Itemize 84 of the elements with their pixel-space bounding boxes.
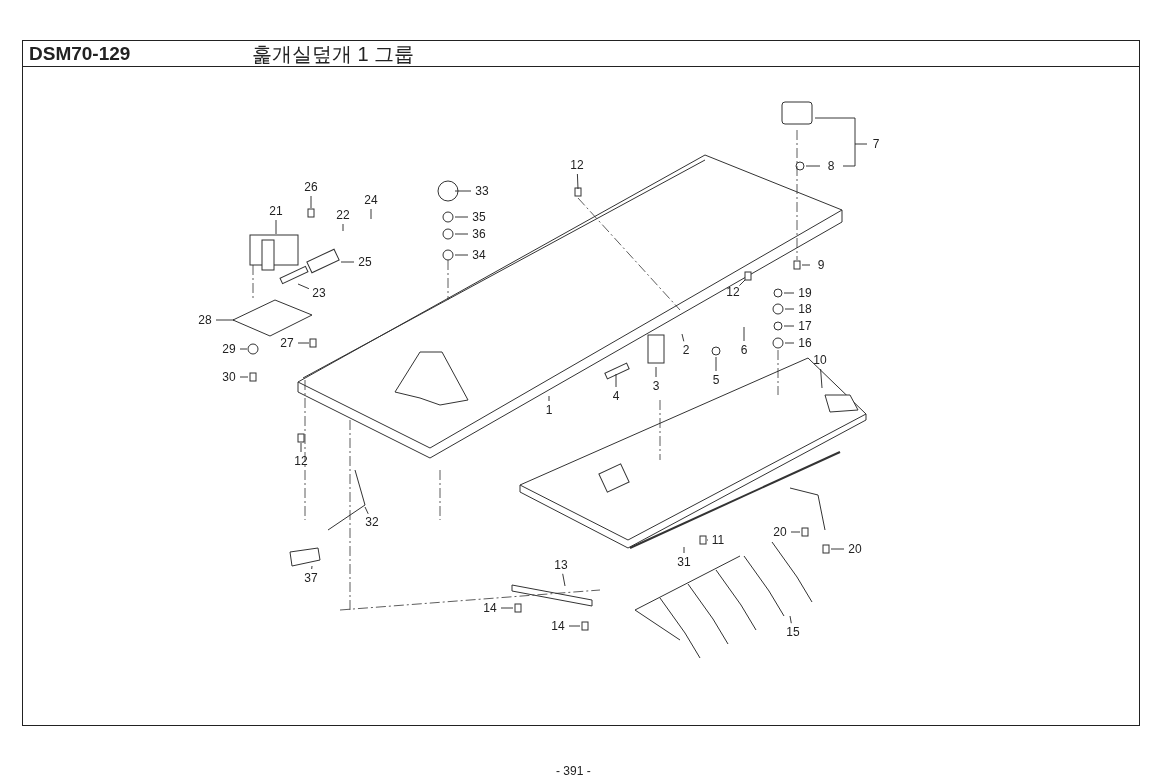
leader-line — [683, 546, 685, 554]
callout-number: 11 — [711, 533, 725, 547]
callout-number: 4 — [612, 389, 620, 403]
callout-number: 5 — [712, 373, 720, 387]
callout-number: 24 — [364, 193, 378, 207]
leader-line — [783, 325, 795, 327]
leader-line — [275, 219, 277, 235]
callout-number: 32 — [365, 515, 379, 529]
leader-line — [215, 319, 235, 321]
callout-number: 9 — [817, 258, 825, 272]
callout-number: 13 — [554, 558, 568, 572]
leader-line — [681, 333, 685, 342]
callout-number: 26 — [304, 180, 318, 194]
callout-number: 12 — [726, 285, 740, 299]
callout-number: 37 — [304, 571, 318, 585]
leader-line — [790, 531, 801, 533]
callout-number: 20 — [848, 542, 862, 556]
leader-line — [454, 190, 472, 192]
leader-line — [783, 292, 795, 294]
leader-line — [239, 348, 248, 350]
leader-line — [562, 573, 566, 587]
leader-line — [454, 216, 469, 218]
leader-line — [784, 308, 795, 310]
leader-line — [311, 565, 313, 570]
callout-number: 6 — [740, 343, 748, 357]
callout-number: 21 — [269, 204, 283, 218]
callout-number: 20 — [773, 525, 787, 539]
callout-number: 31 — [677, 555, 691, 569]
leader-line — [814, 117, 868, 167]
callout-number: 17 — [798, 319, 812, 333]
leader-line — [300, 442, 302, 453]
callout-number: 3 — [652, 379, 660, 393]
callout-number: 14 — [483, 601, 497, 615]
callout-number: 14 — [551, 619, 565, 633]
leader-line — [310, 195, 312, 209]
leader-line — [801, 264, 811, 266]
leader-line — [789, 615, 792, 624]
part-group-code: DSM70-129 — [29, 43, 131, 65]
leader-line — [297, 342, 310, 344]
leader-line — [342, 223, 344, 232]
leader-line — [738, 279, 746, 287]
callout-number: 33 — [475, 184, 489, 198]
callout-number: 35 — [472, 210, 486, 224]
leader-line — [805, 165, 821, 167]
leader-line — [615, 373, 617, 388]
leader-line — [576, 173, 579, 190]
leader-line — [715, 356, 717, 372]
callout-number: 8 — [827, 159, 835, 173]
leader-line — [655, 366, 657, 378]
leader-line — [500, 607, 514, 609]
callout-number: 29 — [222, 342, 236, 356]
leader-line — [820, 368, 823, 389]
callout-number: 27 — [280, 336, 294, 350]
callout-number: 30 — [222, 370, 236, 384]
leader-line — [568, 625, 581, 627]
callout-number: 12 — [294, 454, 308, 468]
leader-line — [830, 548, 845, 550]
leader-line — [784, 342, 795, 344]
callout-number: 10 — [813, 353, 827, 367]
callout-number: 1 — [545, 403, 553, 417]
leader-line — [340, 261, 355, 263]
callout-number: 34 — [472, 248, 486, 262]
callout-number: 25 — [358, 255, 372, 269]
leader-line — [297, 283, 310, 290]
callout-number: 18 — [798, 302, 812, 316]
callout-number: 7 — [872, 137, 880, 151]
callout-number: 23 — [312, 286, 326, 300]
callout-number: 12 — [570, 158, 584, 172]
callout-number: 36 — [472, 227, 486, 241]
leader-line — [239, 376, 249, 378]
leader-line — [548, 395, 550, 402]
leader-line — [454, 233, 469, 235]
callout-number: 2 — [682, 343, 690, 357]
page-number: - 391 - — [556, 764, 591, 778]
callout-number: 19 — [798, 286, 812, 300]
leader-line — [743, 326, 745, 342]
group-title: 훑개실덮개 1 그룹 — [252, 42, 415, 67]
callout-number: 16 — [798, 336, 812, 350]
callout-number: 28 — [198, 313, 212, 327]
callout-number: 15 — [786, 625, 800, 639]
callout-number: 22 — [336, 208, 350, 222]
leader-line — [364, 506, 369, 515]
leader-line — [454, 254, 469, 256]
leader-line — [370, 208, 372, 220]
